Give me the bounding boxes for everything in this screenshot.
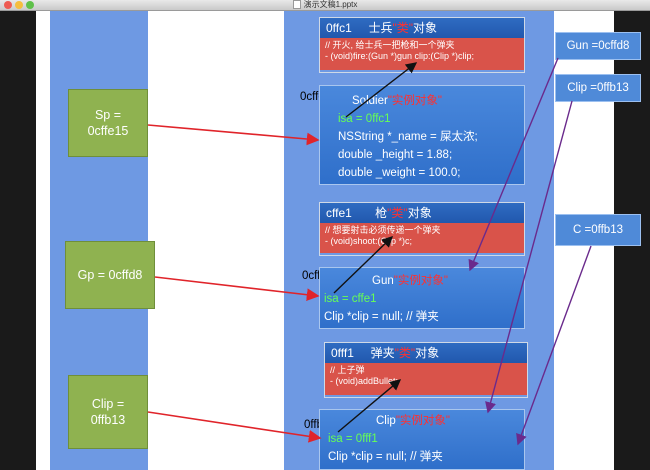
soldier-class-comment: // 开火, 给士兵一把枪和一个弹夹 [325, 40, 455, 50]
clip-pointer-box: Clip = 0ffb13 [68, 375, 148, 449]
gun-class-title-suffix: 对象 [407, 206, 432, 220]
c-callout: C =0ffb13 [555, 214, 641, 246]
c-callout-text: C =0ffb13 [573, 224, 623, 236]
soldier-class-method: - (void)fire:(Gun *)gun clip:(Clip *)cli… [325, 51, 475, 61]
clip-instance-title: Clip"实例对象" [320, 412, 524, 430]
clip-instance-clip-field: Clip *clip = null; // 弹夹 [328, 451, 443, 463]
soldier-class-title: 士兵 [368, 21, 393, 35]
soldier-field-weight: double _weight = 100.0; [338, 167, 461, 179]
clip-class-comment: // 上子弹 [330, 365, 365, 375]
window-title: 演示文稿1.pptx [0, 0, 650, 10]
soldier-class-methods: // 开火, 给士兵一把枪和一个弹夹 - (void)fire:(Gun *)g… [320, 38, 524, 70]
soldier-instance-title-name: Soldier [352, 95, 388, 107]
soldier-class-title-quote: "类" [392, 21, 414, 35]
gun-class-title-quote: "类" [387, 206, 408, 220]
clip-callout-text: Clip =0ffb13 [567, 82, 629, 94]
clip-pointer-name: Clip = [91, 397, 125, 411]
gp-pointer-box: Gp = 0cffd8 [65, 241, 155, 309]
clip-class-header: 0fff1 弹夹"类"对象 [325, 343, 527, 363]
clip-class-methods: // 上子弹 - (void)addBullet; [325, 363, 527, 395]
clip-instance-title-name: Clip [376, 415, 396, 427]
slide-canvas: Sp = 0cffe15 Gp = 0cffd8 Clip = 0ffb13 0… [36, 11, 641, 470]
document-icon [292, 0, 301, 10]
soldier-class-object: 0ffc1 士兵"类"对象 // 开火, 给士兵一把枪和一个弹夹 - (void… [319, 17, 525, 73]
minimize-window-button[interactable] [15, 1, 23, 9]
soldier-instance-object: Soldier"实例对象" isa = 0ffc1 NSString *_nam… [319, 85, 525, 185]
clip-class-method: - (void)addBullet; [330, 376, 399, 386]
window-title-text: 演示文稿1.pptx [303, 0, 358, 9]
gun-class-comment: // 想要射击必须传递一个弹夹 [325, 225, 441, 235]
clip-class-title-suffix: 对象 [415, 346, 440, 360]
gun-instance-isa: isa = cffe1 [324, 293, 377, 305]
gun-class-method: - (void)shoot:(Clip *)c; [325, 236, 413, 246]
close-window-button[interactable] [4, 1, 12, 9]
zoom-window-button[interactable] [26, 1, 34, 9]
window-titlebar: 演示文稿1.pptx [0, 0, 650, 11]
gp-pointer-text: Gp = 0cffd8 [77, 268, 143, 282]
clip-instance-object: Clip"实例对象" isa = 0fff1 Clip *clip = null… [319, 409, 525, 470]
gun-instance-title-name: Gun [372, 275, 394, 287]
clip-instance-title-quote: "实例对象" [395, 415, 450, 427]
soldier-field-name: NSString *_name = 屎太浓; [338, 131, 478, 143]
gun-instance-clip-field: Clip *clip = null; // 弹夹 [324, 311, 439, 323]
soldier-class-address: 0ffc1 [326, 21, 352, 35]
soldier-class-title-suffix: 对象 [413, 21, 438, 35]
soldier-field-height: double _height = 1.88; [338, 149, 453, 161]
clip-class-object: 0fff1 弹夹"类"对象 // 上子弹 - (void)addBullet; [324, 342, 528, 398]
gun-callout-text: Gun =0cffd8 [566, 40, 630, 52]
clip-class-title-quote: "类" [394, 346, 416, 360]
soldier-instance-title-quote: "实例对象" [387, 95, 442, 107]
gun-class-methods: // 想要射击必须传递一个弹夹 - (void)shoot:(Clip *)c; [320, 223, 524, 253]
gun-instance-title-quote: "实例对象" [393, 275, 448, 287]
sp-pointer-value: 0cffe15 [87, 124, 129, 138]
gun-callout: Gun =0cffd8 [555, 32, 641, 60]
clip-pointer-value: 0ffb13 [90, 413, 126, 427]
gun-class-address: cffe1 [326, 206, 352, 220]
soldier-class-header: 0ffc1 士兵"类"对象 [320, 18, 524, 38]
soldier-instance-title: Soldier"实例对象" [320, 92, 524, 110]
soldier-instance-isa: isa = 0ffc1 [338, 113, 391, 125]
clip-instance-isa: isa = 0fff1 [328, 433, 378, 445]
clip-class-address: 0fff1 [331, 346, 354, 360]
sp-pointer-name: Sp = [94, 108, 122, 122]
gun-instance-title: Gun"实例对象" [320, 272, 524, 290]
clip-class-title: 弹夹 [370, 346, 395, 360]
clip-callout: Clip =0ffb13 [555, 74, 641, 102]
gun-class-header: cffe1 枪"类"对象 [320, 203, 524, 223]
sp-pointer-box: Sp = 0cffe15 [68, 89, 148, 157]
gun-class-title: 枪 [375, 206, 388, 220]
gun-class-object: cffe1 枪"类"对象 // 想要射击必须传递一个弹夹 - (void)sho… [319, 202, 525, 256]
gun-instance-object: Gun"实例对象" isa = cffe1 Clip *clip = null;… [319, 267, 525, 329]
